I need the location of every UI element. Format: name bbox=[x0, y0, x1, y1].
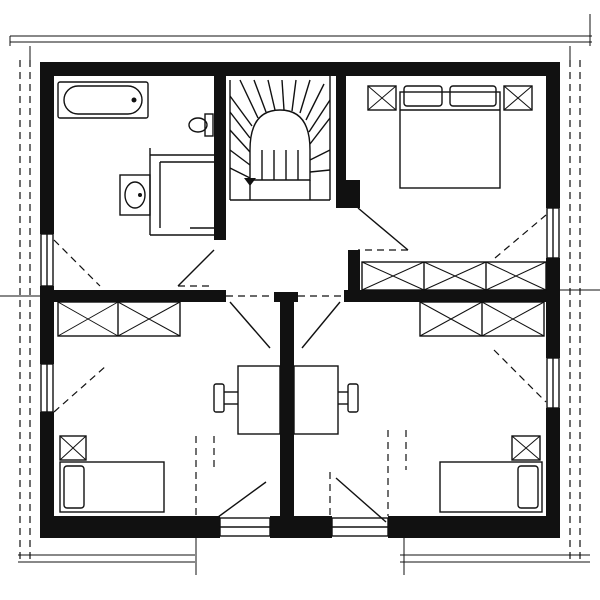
single-bed-right bbox=[439, 461, 543, 513]
door-swings-bottom-left bbox=[53, 365, 267, 521]
stair-direction-arrow-icon bbox=[244, 178, 256, 186]
nightstand-right bbox=[511, 435, 541, 461]
washbasin bbox=[119, 148, 214, 236]
bathroom-door-swing bbox=[53, 239, 215, 287]
corridor-closet bbox=[361, 261, 547, 291]
dimension-lines bbox=[0, 14, 600, 575]
hall-door-swings bbox=[226, 295, 344, 349]
exterior-walls bbox=[40, 62, 560, 538]
double-bed bbox=[399, 85, 501, 189]
wardrobe-left bbox=[57, 301, 181, 337]
door-swings-bottom-right bbox=[329, 349, 547, 523]
bedroom-bottom-left bbox=[53, 301, 281, 521]
wardrobe-right bbox=[419, 301, 545, 337]
nightstand-left bbox=[59, 435, 87, 461]
bedroom-bottom-right bbox=[293, 301, 547, 523]
bathtub bbox=[57, 81, 149, 119]
desk-left bbox=[213, 365, 281, 435]
interior-walls bbox=[54, 76, 546, 530]
staircase bbox=[229, 76, 331, 201]
single-bed-left bbox=[59, 461, 165, 513]
door-swings-top-right bbox=[357, 207, 547, 259]
windows bbox=[40, 207, 560, 537]
desk-right bbox=[293, 365, 359, 435]
nightstands bbox=[367, 85, 533, 111]
toilet bbox=[188, 113, 214, 137]
bedroom-top-right bbox=[357, 85, 547, 259]
bathroom bbox=[53, 81, 215, 287]
